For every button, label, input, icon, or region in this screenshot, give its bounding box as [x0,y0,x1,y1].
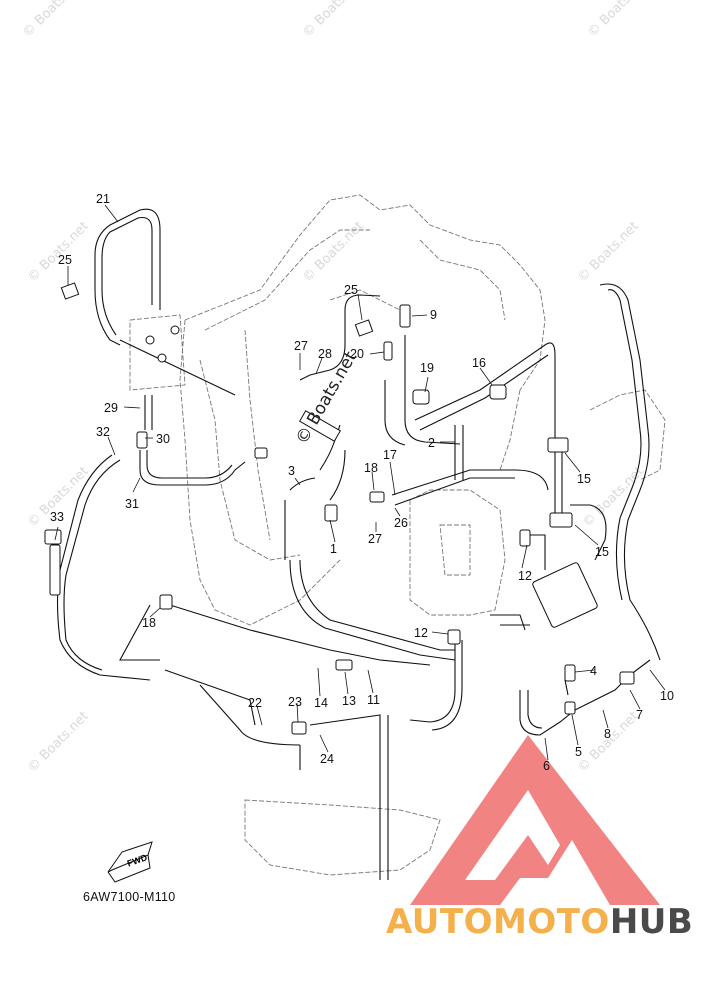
fwd-arrow: FWD [107,841,153,883]
automotohub-logo-mark [410,735,660,905]
leader-lines [54,204,666,761]
callout-5: 5 [575,745,582,759]
callout-20: 20 [350,347,364,361]
callout-23: 23 [288,695,302,709]
callout-3: 3 [288,464,295,478]
callout-18b: 18 [142,616,156,630]
callout-33: 33 [50,510,64,524]
logo-part-hub: HUB [609,902,694,942]
callout-25a: 25 [58,253,72,267]
callout-2: 2 [428,436,435,450]
callout-27b: 27 [368,532,382,546]
callout-17: 17 [383,448,397,462]
callout-26: 26 [394,516,408,530]
callout-28: 28 [318,347,332,361]
callout-13: 13 [342,694,356,708]
callout-9: 9 [430,308,437,322]
callout-8: 8 [604,727,611,741]
fittings-and-clamps [44,282,635,735]
callout-10: 10 [660,689,674,703]
callout-27a: 27 [294,339,308,353]
callout-25b: 25 [344,283,358,297]
logo-part-moto: MOTO [492,902,610,942]
hose-lines [56,208,661,880]
logo-part-auto: AUTO [386,902,493,942]
callout-19: 19 [420,361,434,375]
engine-outline [129,194,666,876]
callout-12a: 12 [518,569,532,583]
callout-21: 21 [96,192,110,206]
callout-15a: 15 [577,472,591,486]
callout-12b: 12 [414,626,428,640]
callout-22: 22 [248,696,262,710]
callout-16: 16 [472,356,486,370]
callout-7: 7 [636,708,643,722]
callout-31: 31 [125,497,139,511]
callout-4: 4 [590,664,597,678]
diagram-code: 6AW7100-M110 [83,890,176,904]
callout-15b: 15 [595,545,609,559]
callout-30: 30 [156,432,170,446]
callout-6: 6 [543,759,550,773]
callout-24: 24 [320,752,334,766]
callout-labels: 21 25 29 32 30 31 33 27 28 25 9 20 19 16… [50,192,674,773]
callout-18a: 18 [364,461,378,475]
callout-14: 14 [314,696,328,710]
automotohub-logo-text: AUTOMOTOHUB [386,902,693,942]
callout-11: 11 [367,693,380,707]
callout-29: 29 [104,401,118,415]
callout-1: 1 [330,542,337,556]
callout-32: 32 [96,425,110,439]
